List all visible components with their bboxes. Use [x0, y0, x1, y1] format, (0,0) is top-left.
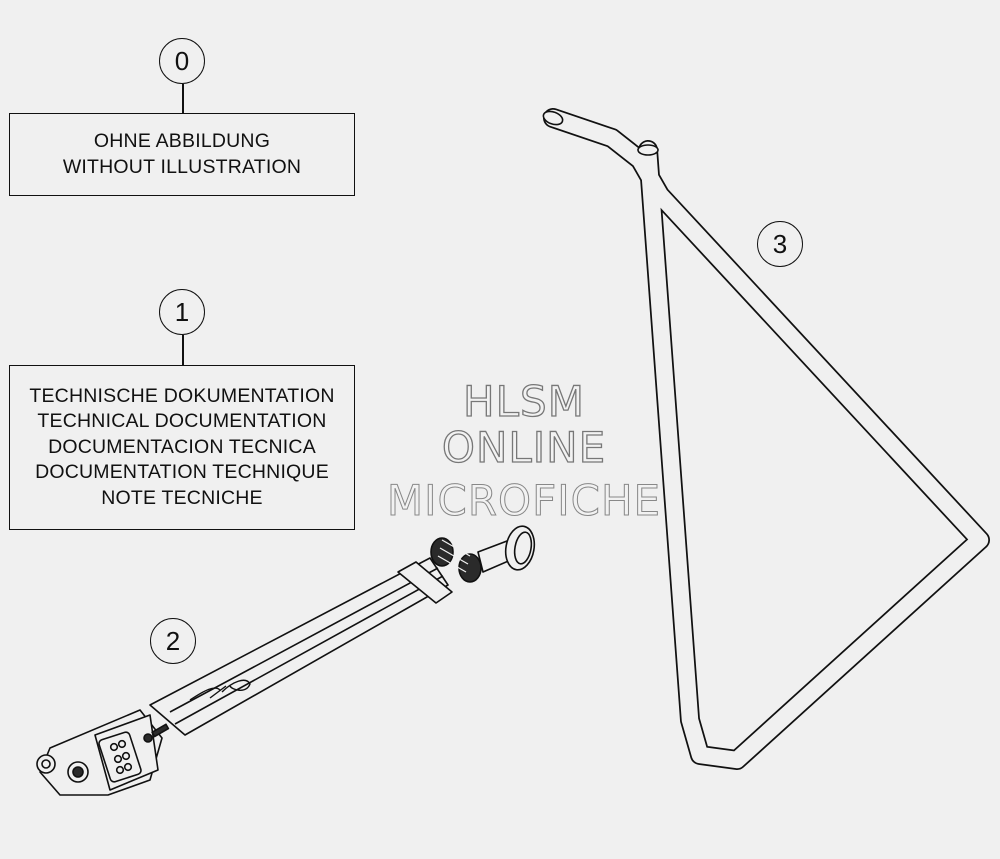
note-box-technical-documentation: TECHNISCHE DOKUMENTATION TECHNICAL DOCUM… [9, 365, 355, 530]
note-0-line-2: WITHOUT ILLUSTRATION [62, 155, 302, 178]
note-1-line-5: NOTE TECNICHE [101, 486, 263, 509]
gauge-head [36, 709, 170, 796]
callout-0: 0 [159, 38, 205, 84]
watermark-line-1: HLSM [462, 376, 585, 426]
note-1-line-1: TECHNISCHE DOKUMENTATION [29, 384, 335, 407]
note-1-line-4: DOCUMENTATION TECHNIQUE [35, 461, 329, 484]
connector [430, 537, 482, 583]
watermark-line-3: MICROFICHE [386, 476, 662, 526]
callout-2: 2 [150, 618, 196, 664]
note-box-without-illustration: OHNE ABBILDUNG WITHOUT ILLUSTRATION [9, 113, 355, 196]
stand-tube [542, 108, 990, 770]
leader-line-0 [182, 84, 184, 114]
note-1-line-3: DOCUMENTACION TECNICA [48, 435, 316, 458]
watermark-line-2: ONLINE [441, 422, 607, 472]
pressure-gauge-tool [36, 525, 536, 796]
leader-line-1 [182, 335, 184, 366]
note-0-line-1: OHNE ABBILDUNG [93, 130, 271, 152]
callout-1: 1 [159, 289, 205, 335]
note-1-line-2: TECHNICAL DOCUMENTATION [37, 410, 327, 433]
callout-3: 3 [757, 221, 803, 267]
